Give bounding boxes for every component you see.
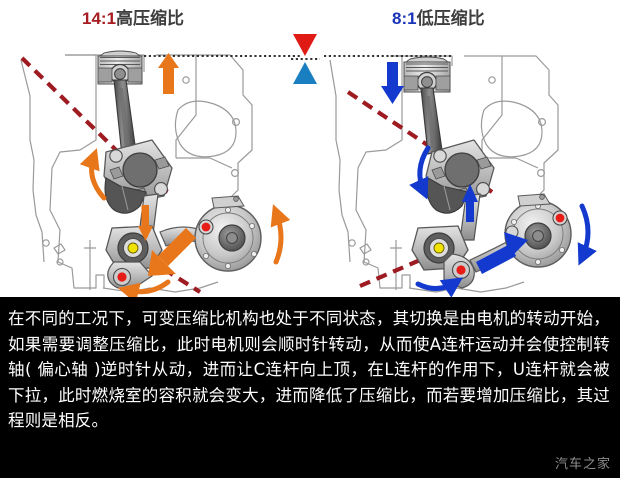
right-motion-arrows: [381, 62, 597, 297]
blue-up-triangle: [293, 62, 317, 84]
left-ratio-label: 高压缩比: [116, 9, 185, 28]
watermark: 汽车之家: [554, 457, 611, 472]
caption-paragraph: 在不同的工况下，可变压缩比机构也处于不同状态，其切换是由电机的转动开始，如果需要…: [8, 309, 610, 430]
right-arrow-upper-link: [409, 145, 431, 200]
left-actuator-wheel: [194, 195, 262, 272]
left-eccentric-pivot: [127, 242, 139, 254]
left-arrow-lower-link: [138, 205, 153, 241]
right-arrow-bottom: [415, 277, 463, 297]
left-engine-block-outline: [20, 54, 253, 293]
right-rocker-arm: [443, 253, 475, 289]
left-control-shaft: [105, 225, 163, 271]
right-eccentric-pivot: [433, 242, 445, 254]
right-ratio-value: 8:1: [392, 9, 417, 28]
left-counterweight: [104, 177, 147, 214]
left-tilt-axis-lower: [116, 238, 202, 294]
right-arrow-a-link: [476, 232, 528, 274]
right-piston: [403, 56, 451, 93]
right-actuator-pin: [555, 213, 565, 223]
left-arrow-upper-link: [79, 148, 107, 201]
left-engine-diagram: [20, 50, 300, 297]
left-actuator-pin: [201, 222, 211, 232]
left-rocker-arm: [107, 261, 153, 290]
caption-block: 在不同的工况下，可变压缩比机构也处于不同状态，其切换是由电机的转动开始，如果需要…: [0, 297, 620, 478]
right-rocker-pin: [456, 265, 466, 275]
right-engine-diagram: [324, 55, 597, 297]
left-ratio-value: 14:1: [82, 9, 117, 28]
center-markers: [291, 34, 320, 84]
left-title: 14:1高压缩比: [82, 4, 184, 29]
left-arrow-actuator: [270, 204, 291, 265]
diagram-area: 14:1高压缩比 8:1低压缩比: [20, 4, 597, 297]
left-piston-up-arrow: [158, 53, 179, 94]
right-tilt-axis-upper: [346, 90, 434, 150]
right-ratio-label: 低压缩比: [416, 9, 485, 28]
right-arrow-lower-link: [462, 184, 478, 222]
left-piston: [97, 50, 143, 85]
left-arrow-bottom: [117, 279, 171, 297]
right-piston-down-arrow: [381, 62, 404, 104]
right-control-shaft: [411, 225, 469, 271]
right-arrow-actuator: [577, 203, 597, 266]
right-connecting-rod: [420, 87, 443, 155]
right-title: 8:1低压缩比: [392, 4, 485, 29]
left-tilt-axis-upper: [20, 56, 120, 154]
engine-comparison-illustration: [20, 34, 597, 297]
left-motion-arrows: [79, 53, 291, 297]
red-down-triangle: [293, 34, 317, 56]
left-rocker-pin: [117, 272, 127, 282]
left-arrow-a-link: [148, 228, 196, 276]
right-engine-block-outline: [329, 55, 559, 293]
